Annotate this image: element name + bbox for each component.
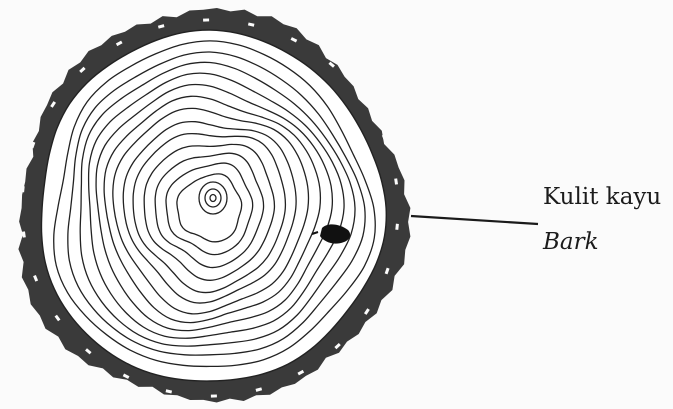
- leader-line: [411, 216, 538, 224]
- bark-notch: [395, 224, 399, 230]
- label-bark: Bark: [543, 229, 599, 255]
- bark-notch: [21, 186, 25, 192]
- bark-notch: [211, 394, 217, 397]
- label-kulit-kayu: Kulit kayu: [543, 184, 661, 210]
- bark-notch: [203, 18, 209, 21]
- bark-notch: [360, 95, 366, 102]
